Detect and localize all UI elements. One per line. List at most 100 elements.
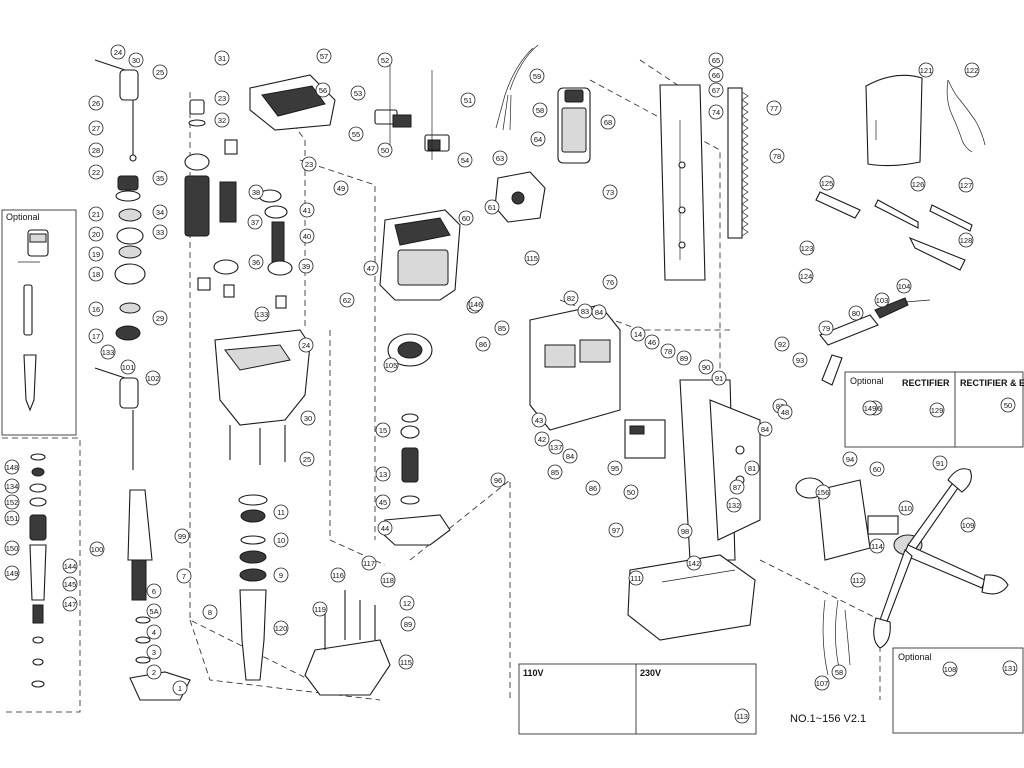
callout-label: 125 (821, 179, 834, 188)
callout-122: 122 (964, 62, 980, 78)
callout-73: 73 (602, 184, 618, 200)
callout-label: 133 (256, 310, 269, 319)
callout-24: 24 (298, 337, 314, 353)
callout-label: 98 (681, 527, 689, 536)
callout-152: 152 (4, 494, 20, 510)
callout-label: 40 (303, 232, 311, 241)
callout-label: 24 (302, 341, 310, 350)
callout-107: 107 (814, 675, 830, 691)
optional-label-right: Optional (850, 376, 884, 386)
callout-39: 39 (298, 258, 314, 274)
callout-label: 151 (6, 514, 19, 523)
callout-86: 86 (475, 336, 491, 352)
safety-chain (946, 79, 986, 153)
callout-5A: 5A (146, 603, 162, 619)
callout-11: 11 (273, 504, 289, 520)
callout-93: 93 (792, 352, 808, 368)
callout-label: 58 (536, 106, 544, 115)
callout-45: 45 (375, 494, 391, 510)
callout-label: 109 (962, 521, 975, 530)
callout-33: 33 (152, 224, 168, 240)
callout-110: 110 (898, 500, 914, 516)
callout-label: 102 (147, 374, 160, 383)
callout-21: 21 (88, 206, 104, 222)
callout-41: 41 (299, 202, 315, 218)
callout-label: 121 (920, 66, 933, 75)
callout-label: 97 (612, 526, 620, 535)
callout-7: 7 (176, 568, 192, 584)
callout-label: 76 (606, 278, 614, 287)
callout-label: 6 (152, 587, 156, 596)
callout-label: 149 (6, 569, 19, 578)
callout-84: 84 (562, 448, 578, 464)
rectifier-panel: Optional RECTIFIER RECTIFIER & EMC (844, 371, 1024, 448)
callout-label: 148 (6, 463, 19, 472)
power-cable (819, 297, 931, 346)
callout-91: 91 (711, 370, 727, 386)
callout-label: 16 (92, 305, 100, 314)
callout-label: 103 (876, 296, 889, 305)
callout-89: 89 (400, 616, 416, 632)
callout-81: 81 (744, 460, 760, 476)
callout-6: 6 (146, 583, 162, 599)
feed-handle-hub (795, 477, 923, 561)
callout-label: 95 (611, 464, 619, 473)
callout-31: 31 (214, 50, 230, 66)
callout-label: 18 (92, 270, 100, 279)
callout-90: 90 (698, 359, 714, 375)
callout-label: 116 (332, 571, 344, 580)
callout-label: 122 (966, 66, 979, 75)
callout-19: 19 (88, 246, 104, 262)
callout-34: 34 (152, 204, 168, 220)
callout-104: 104 (896, 278, 912, 294)
callout-79: 79 (818, 320, 834, 336)
callout-label: 28 (92, 146, 100, 155)
callout-50: 50 (377, 142, 393, 158)
callout-label: 14 (634, 330, 642, 339)
callout-label: 83 (776, 402, 784, 411)
callout-76: 76 (602, 274, 618, 290)
callout-label: 92 (778, 340, 786, 349)
callout-109: 109 (960, 517, 976, 533)
callout-label: 84 (595, 308, 603, 317)
wire-leads (822, 599, 851, 676)
callout-label: 41 (303, 206, 311, 215)
callout-28: 28 (88, 142, 104, 158)
callout-label: 32 (218, 116, 226, 125)
callout-label: 119 (314, 605, 326, 614)
callout-label: 66 (712, 71, 720, 80)
version-label: NO.1~156 V2.1 (790, 713, 866, 725)
callout-113: 113 (734, 708, 750, 724)
callout-16: 16 (88, 301, 104, 317)
callout-label: 81 (748, 464, 756, 473)
callout-label: 26 (92, 99, 100, 108)
feed-handle-arms (873, 468, 1009, 649)
callout-label: 132 (728, 501, 741, 510)
callout-label: 43 (535, 416, 543, 425)
callout-label: 46 (648, 338, 656, 347)
callout-20: 20 (88, 226, 104, 242)
callout-label: 150 (6, 544, 19, 553)
callout-label: 25 (303, 455, 311, 464)
callout-label: 77 (770, 104, 778, 113)
callout-42: 42 (534, 431, 550, 447)
callout-label: 48 (781, 408, 789, 417)
callout-1: 1 (172, 680, 188, 696)
callout-label: 5A (149, 607, 158, 616)
callout-label: 89 (680, 354, 688, 363)
callout-label: 89 (404, 620, 412, 629)
callout-label: 82 (567, 294, 575, 303)
cable-sleeve (495, 44, 539, 131)
callout-label: 45 (379, 498, 387, 507)
callout-134: 134 (4, 478, 20, 494)
callout-label: 146 (470, 300, 483, 309)
callout-3: 3 (146, 644, 162, 660)
callout-label: 84 (566, 452, 574, 461)
callout-label: 83 (581, 307, 589, 316)
callout-127: 127 (958, 177, 974, 193)
callout-103: 103 (874, 292, 890, 308)
callout-label: 34 (156, 208, 164, 217)
brush-holder-assembly (374, 55, 450, 160)
callout-label: 113 (736, 712, 748, 721)
callout-60: 60 (869, 461, 885, 477)
